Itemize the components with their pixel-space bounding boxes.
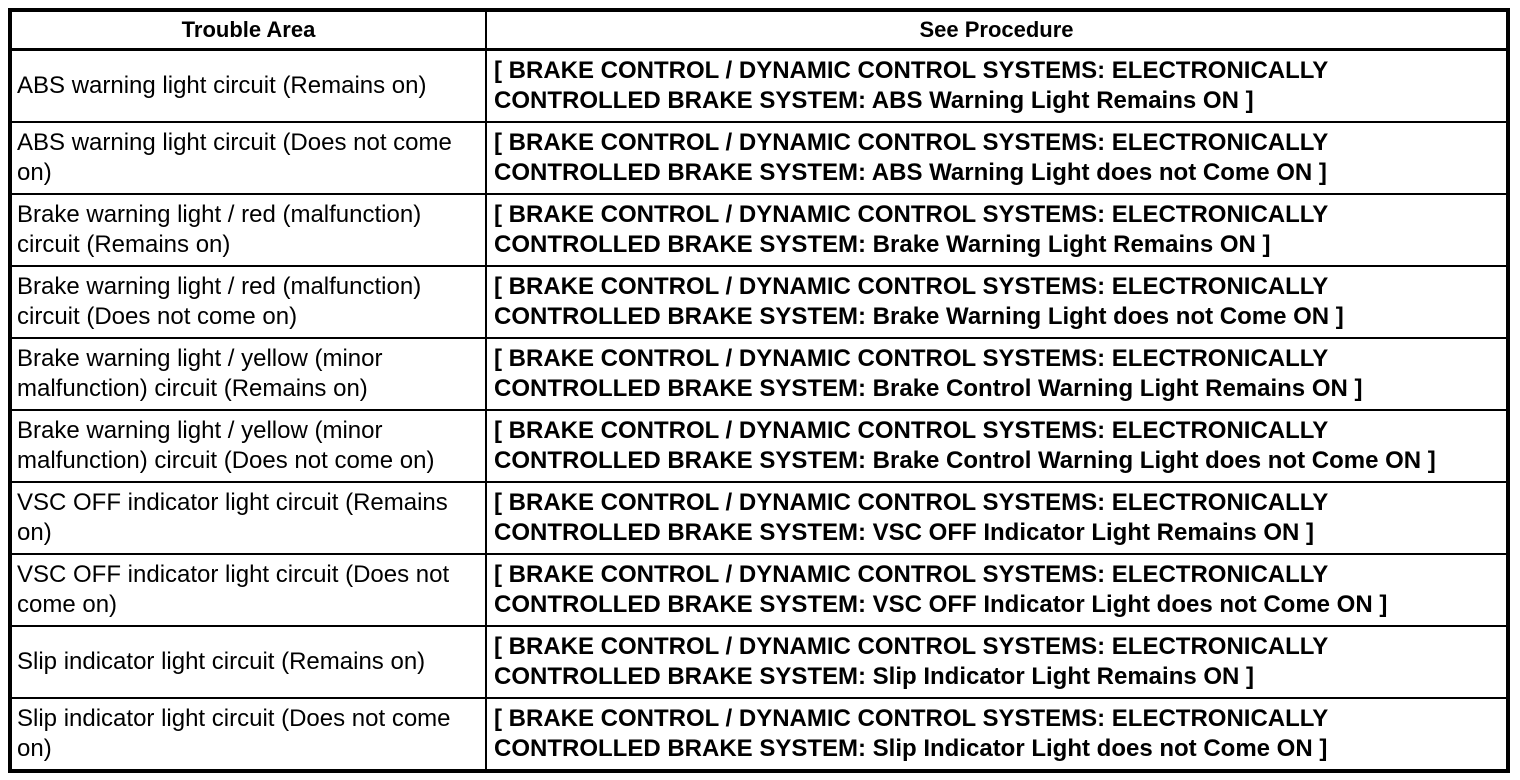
trouble-area-cell: Slip indicator light circuit (Does not c…: [9, 697, 487, 772]
see-procedure-cell: [ BRAKE CONTROL / DYNAMIC CONTROL SYSTEM…: [485, 337, 1509, 411]
see-procedure-cell: [ BRAKE CONTROL / DYNAMIC CONTROL SYSTEM…: [485, 409, 1509, 483]
trouble-area-cell: Brake warning light / yellow (minor malf…: [9, 337, 487, 411]
table-row: VSC OFF indicator light circuit (Does no…: [9, 553, 1509, 627]
table-row: Brake warning light / yellow (minor malf…: [9, 337, 1509, 411]
see-procedure-cell: [ BRAKE CONTROL / DYNAMIC CONTROL SYSTEM…: [485, 121, 1509, 195]
trouble-area-cell: VSC OFF indicator light circuit (Does no…: [9, 553, 487, 627]
trouble-area-cell: Brake warning light / yellow (minor malf…: [9, 409, 487, 483]
trouble-area-cell: ABS warning light circuit (Remains on): [9, 48, 487, 123]
column-header-trouble-area: Trouble Area: [9, 9, 487, 51]
table-row: Brake warning light / yellow (minor malf…: [9, 409, 1509, 483]
see-procedure-cell: [ BRAKE CONTROL / DYNAMIC CONTROL SYSTEM…: [485, 553, 1509, 627]
trouble-area-cell: Brake warning light / red (malfunction) …: [9, 193, 487, 267]
see-procedure-cell: [ BRAKE CONTROL / DYNAMIC CONTROL SYSTEM…: [485, 697, 1509, 772]
table-row: Brake warning light / red (malfunction) …: [9, 193, 1509, 267]
table-row: Slip indicator light circuit (Does not c…: [9, 697, 1509, 772]
see-procedure-cell: [ BRAKE CONTROL / DYNAMIC CONTROL SYSTEM…: [485, 48, 1509, 123]
trouble-area-cell: ABS warning light circuit (Does not come…: [9, 121, 487, 195]
column-header-see-procedure: See Procedure: [485, 9, 1509, 51]
table-row: ABS warning light circuit (Does not come…: [9, 121, 1509, 195]
table-row: ABS warning light circuit (Remains on) […: [9, 48, 1509, 123]
see-procedure-cell: [ BRAKE CONTROL / DYNAMIC CONTROL SYSTEM…: [485, 265, 1509, 339]
see-procedure-cell: [ BRAKE CONTROL / DYNAMIC CONTROL SYSTEM…: [485, 481, 1509, 555]
see-procedure-cell: [ BRAKE CONTROL / DYNAMIC CONTROL SYSTEM…: [485, 193, 1509, 267]
table-row: VSC OFF indicator light circuit (Remains…: [9, 481, 1509, 555]
trouble-area-cell: Slip indicator light circuit (Remains on…: [9, 625, 487, 699]
trouble-area-cell: Brake warning light / red (malfunction) …: [9, 265, 487, 339]
table-row: Slip indicator light circuit (Remains on…: [9, 625, 1509, 699]
table-row: Brake warning light / red (malfunction) …: [9, 265, 1509, 339]
trouble-area-procedure-table: Trouble Area See Procedure ABS warning l…: [8, 8, 1510, 773]
trouble-area-cell: VSC OFF indicator light circuit (Remains…: [9, 481, 487, 555]
see-procedure-cell: [ BRAKE CONTROL / DYNAMIC CONTROL SYSTEM…: [485, 625, 1509, 699]
header-row: Trouble Area See Procedure: [9, 9, 1509, 51]
